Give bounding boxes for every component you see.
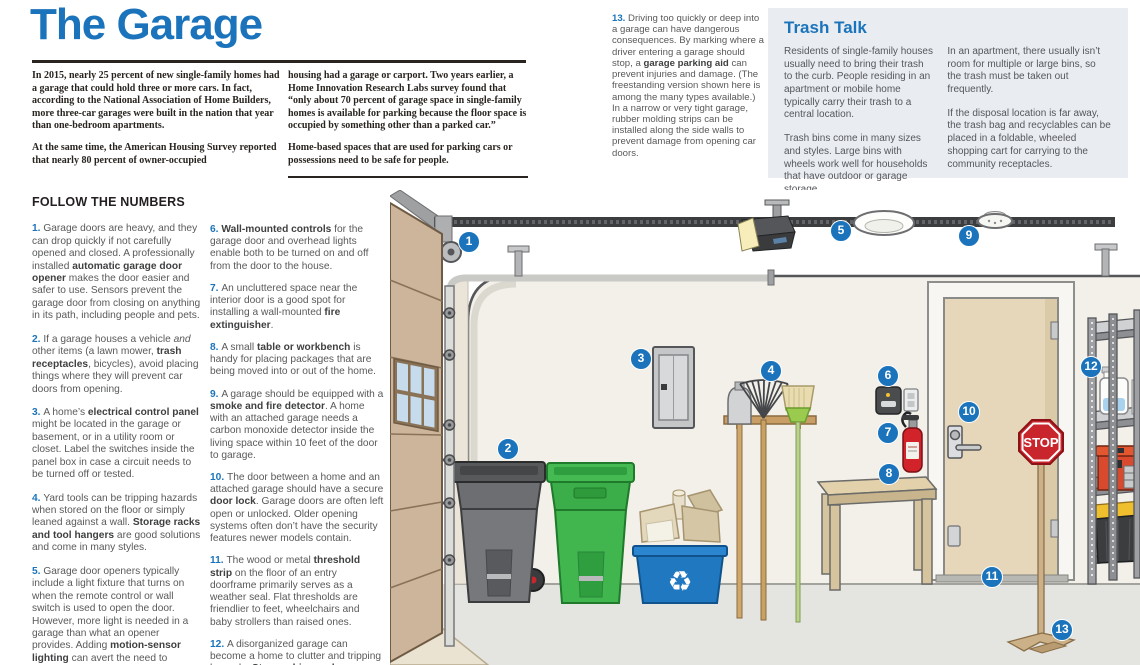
callout-1: 1: [458, 231, 480, 253]
stop-sign-parking-aid: STOP: [1006, 419, 1076, 654]
shelving-posts: [1087, 309, 1140, 585]
item-number: 3.: [32, 406, 44, 418]
yard-tool-rack: [723, 379, 817, 623]
rake: [739, 379, 789, 621]
wall-mounted-controls: [875, 386, 919, 415]
opener-light-beam: [737, 217, 760, 252]
callout-6: 6: [877, 365, 899, 387]
callout-9: 9: [958, 225, 980, 247]
page-title: The Garage: [30, 0, 263, 49]
intro-column-2: housing had a garage or carport. Two yea…: [288, 70, 528, 178]
toolbox: [1095, 445, 1140, 491]
intro-paragraph: Home-based spaces that are used for park…: [288, 141, 513, 166]
broom: [781, 385, 815, 623]
door-lock: [947, 425, 982, 459]
ceiling-light: [853, 210, 915, 236]
callout-7: 7: [877, 422, 899, 444]
recycle-bin: ♻: [632, 489, 728, 604]
electrical-panel: [652, 346, 695, 429]
item-number: 1.: [32, 223, 44, 235]
garage-door: [390, 201, 456, 664]
numbered-item-10: 10. The door between a home and an attac…: [210, 471, 384, 545]
numbered-item-3: 3. A home’s electrical control panel mig…: [32, 406, 199, 481]
item-number: 2.: [32, 333, 44, 345]
callout-3: 3: [630, 348, 652, 370]
garage-scene: ♻: [390, 190, 1140, 665]
title-divider: [32, 60, 526, 63]
storage-shelving: [1087, 309, 1140, 585]
fn-items-3: 13. Driving too quickly or deep into a g…: [612, 13, 766, 159]
fn-items-1: 1. Garage doors are heavy, and they can …: [32, 223, 202, 665]
trash-talk-paragraph: Residents of single-family houses usuall…: [784, 46, 933, 121]
trash-talk-sidebar: Trash Talk Residents of single-family ho…: [768, 8, 1128, 195]
item-number: 7.: [210, 282, 222, 294]
intro-paragraph: At the same time, the American Housing S…: [32, 141, 277, 166]
garage-illustration: ♻: [390, 190, 1140, 665]
item-number: 13.: [612, 13, 629, 24]
trash-talk-paragraph: If the disposal location is far away, th…: [947, 107, 1111, 170]
item-number: 6.: [210, 224, 222, 235]
door-rollers: [442, 307, 456, 566]
callout-12: 12: [1080, 356, 1102, 378]
callout-8: 8: [878, 463, 900, 485]
callout-11: 11: [981, 566, 1003, 588]
item-number: 11.: [210, 555, 227, 567]
numbered-item-7: 7. An uncluttered space near the interio…: [210, 282, 358, 331]
rail-hanger-brackets: [507, 243, 1118, 277]
trash-talk-column-1: Residents of single-family houses usuall…: [784, 46, 933, 208]
intro-paragraph: housing had a garage or carport. Two yea…: [288, 70, 527, 132]
item-number: 5.: [32, 565, 44, 577]
intro-column-1: In 2015, nearly 25 percent of new single…: [32, 70, 282, 176]
numbered-item-8: 8. A small table or workbench is handy f…: [210, 341, 376, 378]
stop-sign-icon: [1018, 419, 1064, 465]
trash-talk-title: Trash Talk: [784, 18, 867, 37]
item-number: 4.: [32, 492, 44, 504]
follow-the-numbers-heading: FOLLOW THE NUMBERS: [32, 195, 185, 209]
item-number: 12.: [210, 638, 227, 650]
garage-door-window: [393, 357, 439, 433]
stop-sign-text: STOP: [1023, 435, 1058, 450]
numbered-item-2: 2. If a garage houses a vehicle and othe…: [32, 333, 199, 395]
intro-paragraph: In 2015, nearly 25 percent of new single…: [32, 70, 280, 132]
numbered-item-9: 9. A garage should be equipped with a sm…: [210, 388, 384, 461]
trash-bin-green: [546, 462, 635, 604]
item-number: 9.: [210, 388, 222, 400]
fn-column-2: 6. Wall-mounted controls for the garage …: [210, 224, 384, 665]
garage-door-opener-unit: [737, 199, 796, 252]
numbered-item-6: 6. Wall-mounted controls for the garage …: [210, 224, 369, 272]
smoke-detector: [977, 211, 1013, 229]
callout-10: 10: [958, 401, 980, 423]
callout-2: 2: [497, 438, 519, 460]
callout-5: 5: [830, 220, 852, 242]
light-switch: [903, 388, 919, 412]
item-number: 8.: [210, 341, 222, 353]
numbered-item-12: 12. A disorganized garage can become a h…: [210, 638, 382, 665]
recycle-icon: ♻: [667, 565, 692, 598]
fn-column-1: FOLLOW THE NUMBERS 1. Garage doors are h…: [32, 195, 202, 665]
trash-talk-column-2: In an apartment, there usually isn’t roo…: [947, 46, 1112, 208]
numbered-item-1: 1. Garage doors are heavy, and they can …: [32, 223, 201, 322]
fire-extinguisher: [901, 411, 923, 473]
numbered-item-13: 13. Driving too quickly or deep into a g…: [612, 13, 764, 159]
numbered-item-4: 4. Yard tools can be tripping hazards wh…: [32, 492, 201, 554]
item-number: 10.: [210, 471, 227, 483]
trash-talk-paragraph: In an apartment, there usually isn’t roo…: [947, 46, 1101, 96]
door-plate: [947, 525, 961, 547]
fn-column-3: 13. Driving too quickly or deep into a g…: [612, 13, 766, 169]
trash-bin-gray: [452, 461, 546, 603]
numbered-item-5: 5. Garage door openers typically include…: [32, 565, 189, 664]
fn-items-2: 6. Wall-mounted controls for the garage …: [210, 224, 384, 665]
trash-talk-paragraph: Trash bins come in many sizes and styles…: [784, 133, 928, 195]
numbered-item-11: 11. The wood or metal threshold strip on…: [210, 555, 361, 628]
storage-bin-black: [1093, 500, 1140, 564]
garage-door-track: [442, 285, 456, 647]
callout-4: 4: [760, 360, 782, 382]
callout-13: 13: [1051, 619, 1073, 641]
